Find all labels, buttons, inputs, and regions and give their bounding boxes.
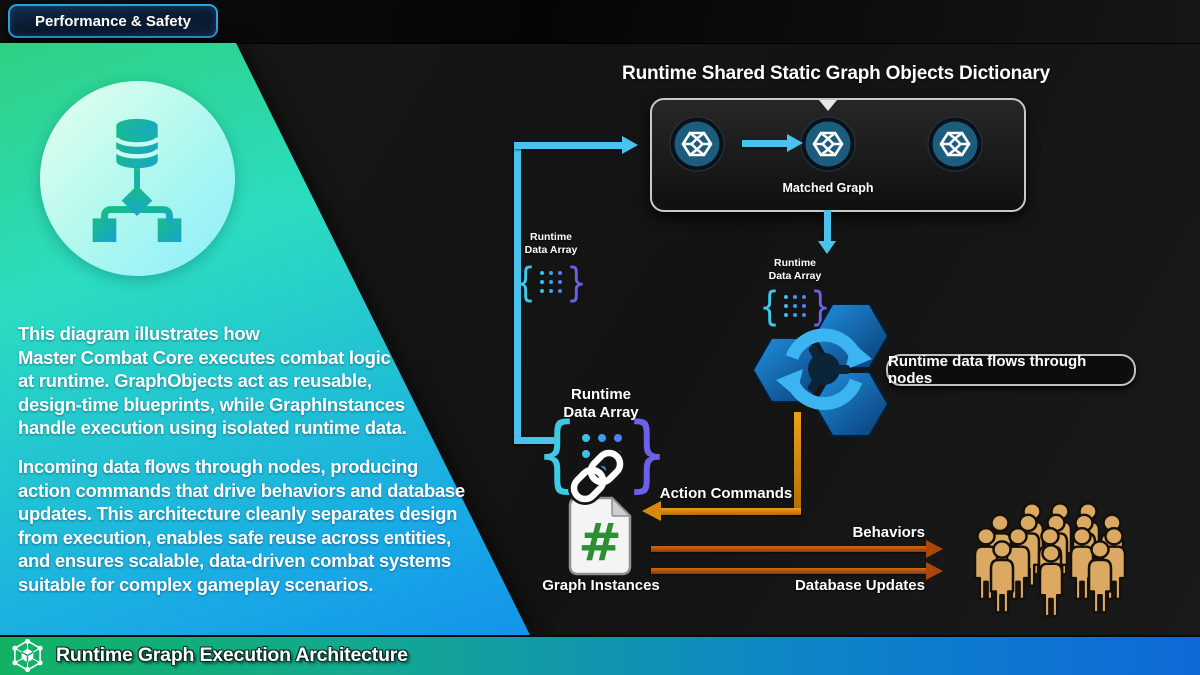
runtime-data-array-label: Runtime Data Array (524, 231, 578, 256)
dot-grid (539, 270, 563, 294)
brace-open-glyph: { (515, 258, 536, 306)
graph-execution-nodes-icon (753, 303, 890, 437)
chain-link-icon (567, 446, 627, 506)
flow-note-pill: Runtime data flows through nodes (886, 353, 1136, 387)
entities-crowd-icon (973, 502, 1127, 618)
brace-close-glyph: } (626, 405, 668, 502)
selection-marker-icon (819, 100, 837, 111)
database-updates-label: Database Updates (794, 577, 925, 594)
action-commands-line-vertical (794, 412, 801, 515)
runtime-data-array-label: Runtime Data Array (563, 386, 639, 421)
behaviors-arrow (651, 546, 926, 552)
flow-note-label: Runtime data flows through nodes (888, 353, 1087, 387)
runtime-data-flow-line-bottom (514, 437, 560, 444)
runtime-data-array-label: Runtime Data Array (768, 257, 822, 282)
graph-instances-tag-icon: # (567, 446, 632, 576)
graph-object-icon (926, 115, 984, 173)
description-paragraph-1: This diagram illustrates how Master Comb… (18, 323, 407, 438)
graph-object-icon (799, 115, 857, 173)
database-updates-arrowhead (926, 562, 943, 580)
footer-title: Runtime Graph Execution Architecture (56, 644, 408, 666)
matched-graph-label: Matched Graph (782, 181, 874, 195)
behaviors-arrowhead (926, 540, 943, 558)
runtime-data-flow-line-horizontal (514, 142, 622, 149)
node-to-node-arrow (742, 140, 787, 147)
brace-open-glyph: { (759, 282, 780, 330)
description-paragraph-2: Incoming data flows through nodes, produ… (18, 456, 465, 595)
matched-graph-down-arrow (824, 210, 831, 241)
matched-graph-down-arrowhead (818, 241, 836, 254)
database-flow-icon (92, 118, 182, 243)
data-array-icon: { } (511, 259, 591, 305)
action-commands-arrowhead (642, 501, 661, 521)
footer-bar (0, 635, 1200, 675)
flow-arrowhead-into-dictionary (622, 136, 638, 154)
hash-glyph: # (578, 513, 622, 573)
graph-object-icon (668, 115, 726, 173)
node-to-node-arrowhead (787, 134, 803, 152)
dictionary-title: Runtime Shared Static Graph Objects Dict… (622, 63, 1050, 84)
graph-instances-label: Graph Instances (542, 577, 660, 594)
performance-safety-badge: Performance & Safety (8, 4, 218, 38)
graph-network-icon (12, 639, 43, 672)
brace-close-glyph: } (566, 258, 587, 306)
runtime-data-flow-line-vertical (514, 142, 521, 444)
database-updates-arrow (651, 568, 926, 574)
action-commands-label: Action Commands (659, 485, 793, 502)
dot-grid (783, 294, 807, 318)
action-commands-line-horizontal (660, 508, 801, 515)
behaviors-label: Behaviors (852, 524, 925, 541)
badge-label: Performance & Safety (35, 12, 191, 30)
